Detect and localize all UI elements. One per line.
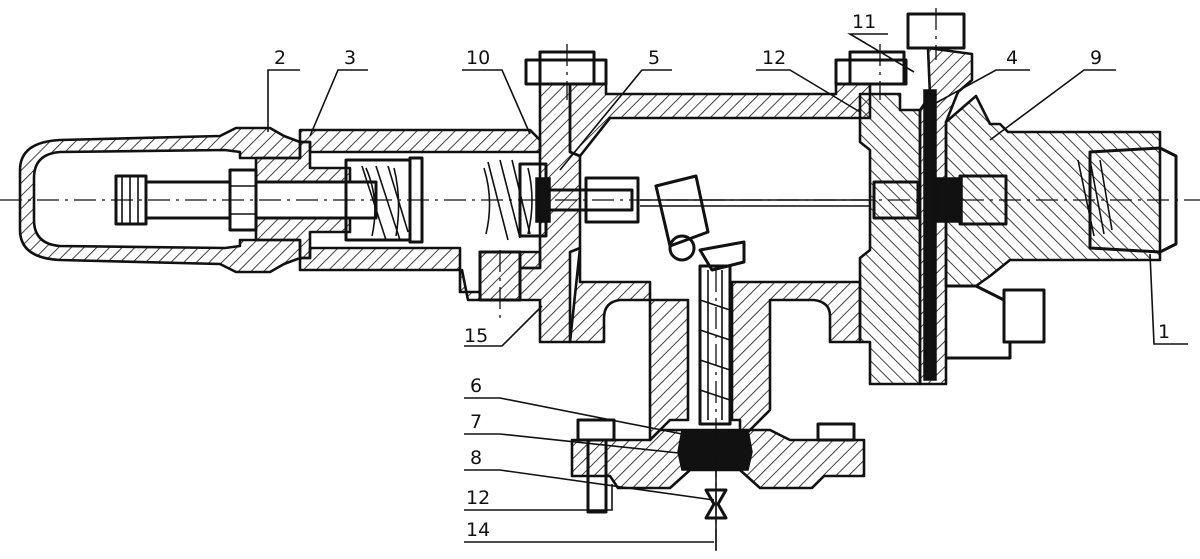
diaphragm-housing bbox=[834, 8, 1178, 386]
callout-15: 15 bbox=[464, 325, 488, 347]
callout-10: 10 bbox=[466, 47, 490, 69]
callout-8: 8 bbox=[470, 447, 482, 469]
callout-5: 5 bbox=[648, 47, 660, 69]
callout-3: 3 bbox=[344, 47, 356, 69]
callout-14: 14 bbox=[466, 519, 490, 541]
callout-2: 2 bbox=[274, 47, 286, 69]
callout-1: 1 bbox=[1158, 321, 1170, 343]
callout-9: 9 bbox=[1090, 47, 1102, 69]
callout-4: 4 bbox=[1006, 47, 1018, 69]
guide-rod bbox=[546, 174, 870, 272]
callout-6: 6 bbox=[470, 375, 482, 397]
threaded-bush bbox=[254, 140, 352, 260]
callout-labels: 2 3 10 5 12 11 4 9 1 15 6 7 8 12 14 bbox=[274, 11, 1170, 541]
callout-11: 11 bbox=[852, 11, 876, 33]
callout-12-bottom: 12 bbox=[466, 487, 490, 509]
pilot-stem bbox=[677, 264, 753, 556]
left-cap bbox=[18, 126, 302, 274]
leader-lines bbox=[267, 33, 1188, 543]
callout-12-top: 12 bbox=[762, 47, 786, 69]
callout-7: 7 bbox=[470, 411, 482, 433]
